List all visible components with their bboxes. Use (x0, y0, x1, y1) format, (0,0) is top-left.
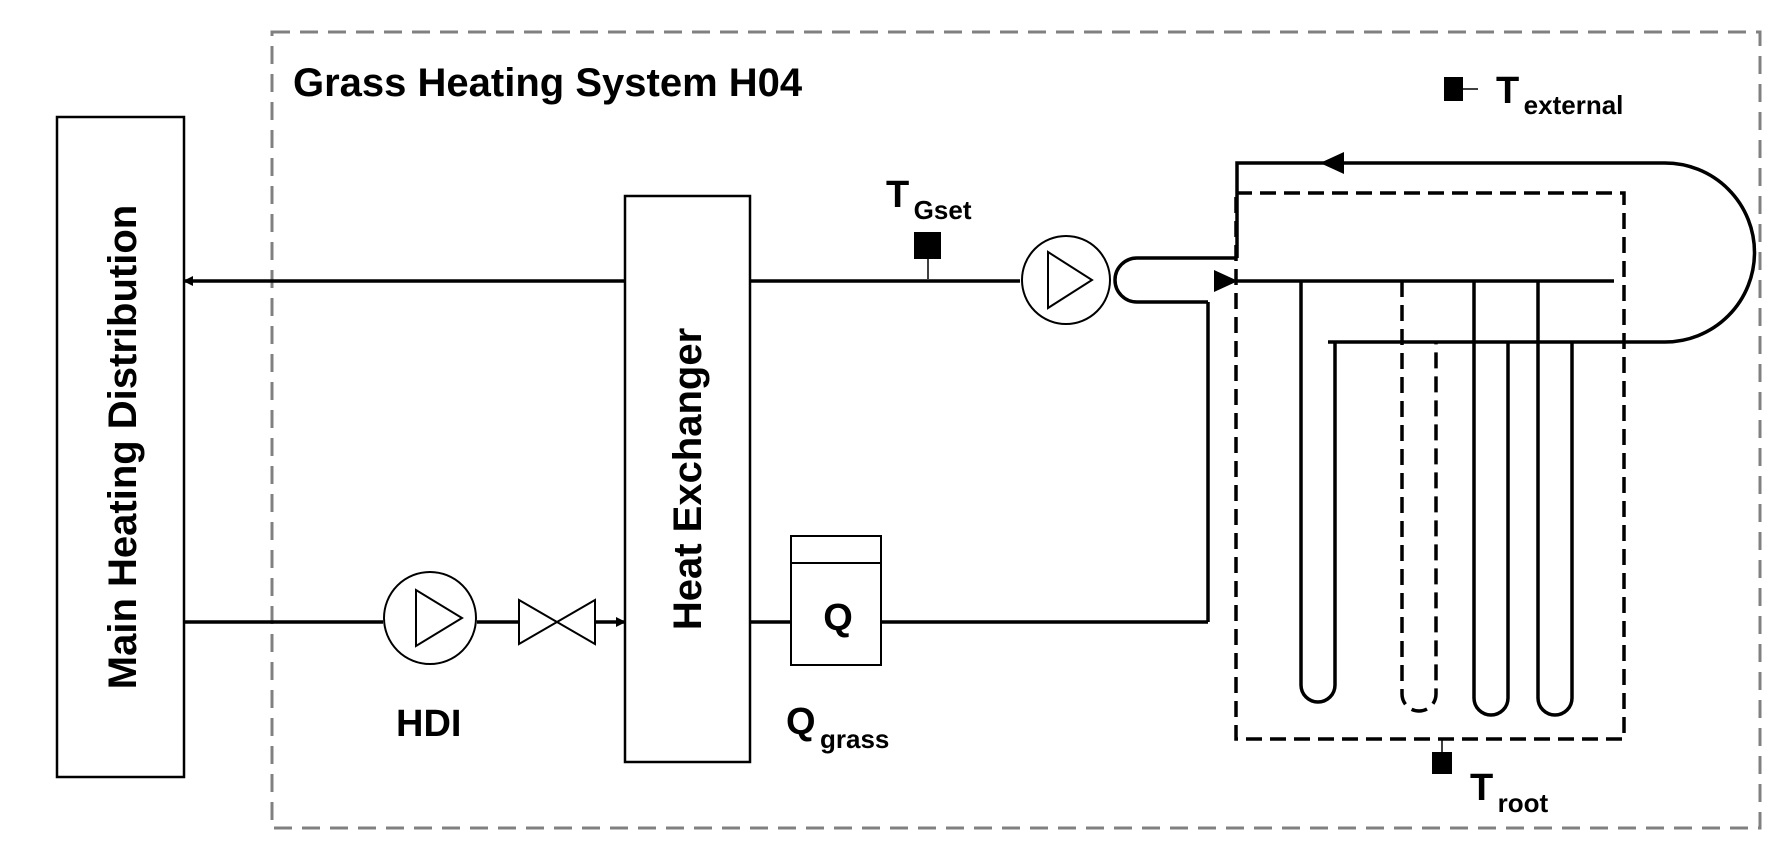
heat-exchanger-label: Heat Exchanger (666, 328, 710, 630)
valve-icon (518, 598, 596, 646)
heat-meter-icon (790, 535, 882, 666)
heat-meter-symbol: Q (823, 597, 853, 639)
root-zone-boundary (1234, 191, 1626, 741)
heating-loop-4 (1536, 281, 1574, 717)
circulation-pump-icon (1021, 235, 1111, 325)
t-gset-label: T Gset (886, 174, 972, 225)
t-external-label: T external (1496, 70, 1623, 120)
main-heating-distribution-box (55, 115, 186, 779)
t-gset-sub: Gset (914, 195, 972, 225)
q-grass-label: Q grass (786, 701, 889, 754)
q-grass-main: Q (786, 701, 816, 743)
hdi-pump-icon (383, 571, 477, 665)
t-external-sub: external (1524, 90, 1624, 120)
t-gset-main: T (886, 174, 909, 216)
heat-exchanger-box (623, 194, 752, 764)
field-return-header (1235, 161, 1757, 344)
bypass-loop (1113, 256, 1237, 304)
system-boundary (270, 30, 1762, 830)
heating-loop-3 (1472, 281, 1510, 717)
return-flow-arrow (1320, 152, 1344, 174)
supply-flow-arrow (1214, 270, 1238, 292)
heating-loop-1 (1299, 281, 1337, 704)
main-heating-distribution-label: Main Heating Distribution (101, 205, 145, 689)
t-root-sensor-icon (1432, 739, 1452, 774)
t-gset-sensor-icon (914, 232, 941, 279)
hdi-label: HDI (396, 703, 461, 745)
t-root-label: T root (1470, 767, 1549, 818)
q-grass-sub: grass (820, 724, 889, 754)
t-root-main: T (1470, 767, 1493, 809)
system-title: Grass Heating System H04 (293, 61, 803, 105)
t-external-main: T (1496, 70, 1519, 112)
heating-loop-2 (1400, 281, 1438, 713)
t-external-sensor-icon (1444, 77, 1478, 101)
t-root-sub: root (1498, 788, 1549, 818)
